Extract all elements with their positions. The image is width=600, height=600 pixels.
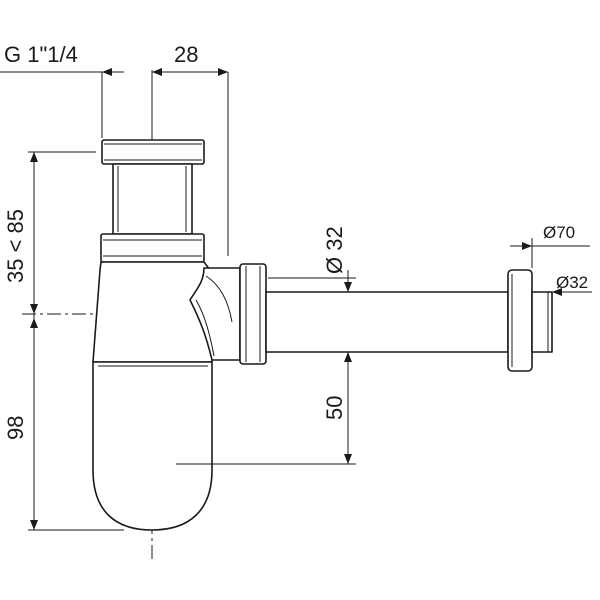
thread-label: G 1"1/4 bbox=[4, 42, 78, 67]
dimension-top: G 1"1/4 28 bbox=[0, 42, 229, 256]
height-range-label: 35 < 85 bbox=[3, 209, 28, 283]
dip-tube bbox=[112, 163, 193, 235]
trap-upper-body bbox=[92, 261, 213, 363]
coupling-nut bbox=[100, 233, 205, 263]
outlet-height-label: 50 bbox=[322, 396, 347, 420]
dimension-pipe-diameter: Ø 32 bbox=[268, 226, 356, 464]
rosette-diameter-label: Ø70 bbox=[543, 223, 575, 242]
offset-label: 28 bbox=[174, 42, 198, 67]
wall-outlet bbox=[531, 291, 553, 353]
dimension-height-range: 35 < 85 bbox=[3, 151, 96, 314]
wall-pipe-assembly bbox=[265, 269, 553, 372]
side-outlet-elbow bbox=[189, 267, 241, 361]
dimension-outlet-diameter: Ø32 bbox=[552, 273, 592, 296]
dimension-total-depth: 98 bbox=[3, 314, 124, 531]
pipe-diameter-label: Ø 32 bbox=[322, 226, 347, 274]
outlet-nut bbox=[239, 263, 267, 365]
outlet-diameter-label: Ø32 bbox=[556, 273, 588, 292]
horizontal-pipe bbox=[265, 291, 509, 353]
trap-assembly bbox=[92, 139, 267, 531]
dimension-rosette-diameter: Ø70 bbox=[510, 223, 590, 268]
total-depth-label: 98 bbox=[3, 416, 28, 440]
dimension-outlet-height: 50 bbox=[176, 396, 356, 465]
trap-cup bbox=[92, 361, 213, 531]
